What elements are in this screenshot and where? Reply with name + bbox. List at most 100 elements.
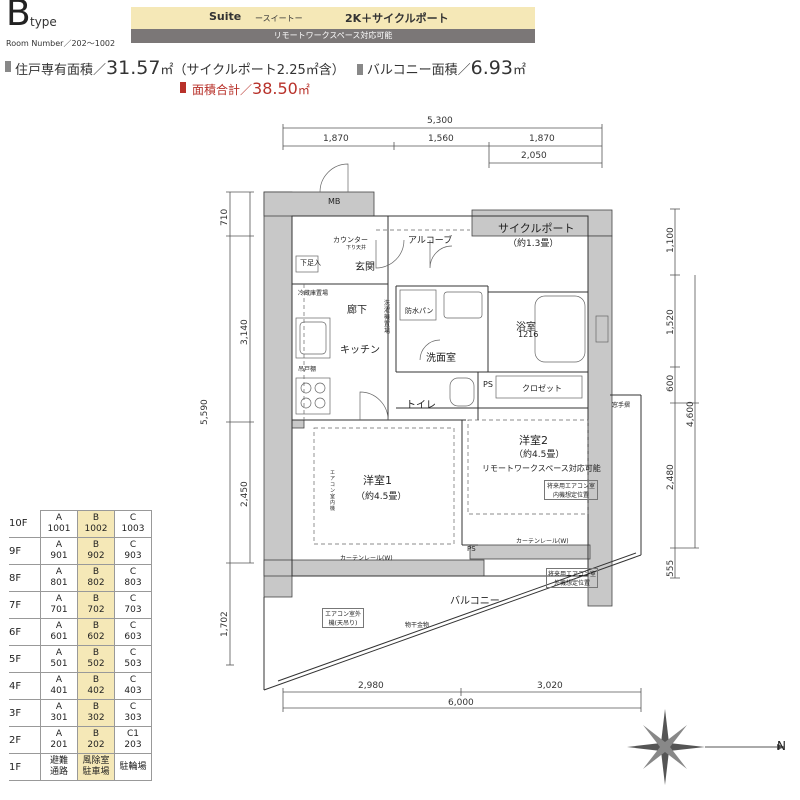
floor-label: 10F	[9, 510, 41, 538]
shoe-box-label: 下足入	[300, 259, 321, 267]
balcony-label: バルコニー	[450, 596, 500, 607]
dim-right-a: 1,100	[666, 227, 676, 253]
unit-type: B	[92, 675, 100, 685]
unit-number: 301	[50, 713, 68, 723]
unit-number: 403	[124, 686, 142, 696]
unit-number: 通路	[49, 767, 68, 777]
hallway-label: 廊下	[347, 305, 367, 316]
alcove-label: アルコーブ	[408, 236, 453, 246]
unit-type: B	[92, 729, 100, 739]
door-swings	[319, 163, 453, 421]
interior-lines	[291, 215, 589, 577]
unit-type: A	[55, 567, 63, 577]
dim-top-total: 5,300	[427, 116, 453, 126]
unit-number: 202	[87, 740, 105, 750]
unit-number: 駐車場	[82, 767, 110, 777]
toilet-label: トイレ	[406, 400, 436, 411]
header-bar	[131, 29, 535, 43]
unit-type: C	[129, 540, 137, 550]
unit-number: 401	[50, 686, 68, 696]
balcony-area-label: バルコニー面積／	[366, 63, 471, 78]
unit-type: 避難	[49, 756, 68, 766]
unit-number: 901	[50, 551, 68, 561]
closet-label: クロゼット	[522, 384, 562, 393]
unit-type: A	[55, 513, 63, 523]
dim-bottom-b: 3,020	[537, 681, 563, 691]
dim-bottom-a: 2,980	[358, 681, 384, 691]
suite-label: Suite	[209, 10, 242, 23]
balcony-marker	[356, 64, 363, 75]
total-area-marker	[180, 82, 186, 93]
unit-type: B	[92, 702, 100, 712]
total-area-line: 面積合計／38.50㎡	[192, 79, 310, 98]
floor-row: 1F 避難通路風除室駐車場駐輪場	[9, 753, 152, 781]
floor-label: 1F	[9, 753, 41, 781]
area-marker	[5, 61, 11, 72]
balcony-area-value: 6.93	[470, 57, 513, 79]
unit-number: 702	[87, 605, 105, 615]
future-aircon-outdoor-label: 将来用エアコン室外機想定位置	[546, 568, 598, 588]
unit-number: 602	[87, 632, 105, 642]
unit-type: 駐輪場	[119, 761, 147, 772]
aircon-outdoor-unit-label: エアコン室外機(天吊り)	[322, 608, 364, 628]
dim-top-c: 1,870	[529, 134, 555, 144]
western-room-1-size: （約4.5畳）	[356, 492, 407, 502]
unit-number: 203	[124, 740, 142, 750]
private-area-value: 31.57	[106, 57, 161, 79]
unit-number: 803	[124, 578, 142, 588]
unit-number: 601	[50, 632, 68, 642]
floor-label: 4F	[9, 672, 41, 700]
bath-size-label: 1216	[518, 330, 539, 339]
unit-cell: 風除室駐車場	[77, 753, 115, 781]
dim-right-c: 600	[666, 374, 676, 392]
unit-type: A	[55, 621, 63, 631]
floor-label: 5F	[9, 645, 41, 673]
curtain-rail-2-label: カーテンレール(W)	[516, 538, 569, 545]
unit-number: 303	[124, 713, 142, 723]
unit-type: C1	[126, 729, 139, 739]
fridge-space-label: 冷蔵庫置場	[298, 290, 329, 297]
washroom-label: 洗面室	[426, 353, 456, 364]
dim-left-d: 1,702	[220, 611, 230, 637]
room-number-range: Room Number／202～1002	[6, 39, 116, 48]
unit-number: 503	[124, 659, 142, 669]
floor-label: 9F	[9, 537, 41, 565]
unit-number: 802	[87, 578, 105, 588]
compass-north-label: N	[777, 739, 786, 753]
plan-type-letter: B	[6, 0, 31, 34]
hanging-cabinet-label: 吊戸棚	[298, 366, 317, 373]
balcony-area-unit: ㎡	[512, 63, 526, 78]
aircon-indoor-unit-label: エアコン室内機	[330, 470, 336, 512]
counter-label: カウンター	[333, 236, 368, 244]
curtain-rail-1-label: カーテンレール(W)	[340, 555, 393, 562]
mb-label: MB	[328, 197, 341, 206]
dimension-lines	[226, 124, 699, 712]
private-area-note: （サイクルポート2.25㎡含）	[173, 63, 345, 78]
dim-top-d: 2,050	[521, 151, 547, 161]
dim-right-d: 2,480	[666, 464, 676, 490]
unit-number: 703	[124, 605, 142, 615]
private-area-label: 住戸専有面積／	[15, 63, 107, 78]
remote-work-label: リモートワークスペース対応可能	[273, 31, 393, 40]
private-area-unit: ㎡	[160, 63, 174, 78]
